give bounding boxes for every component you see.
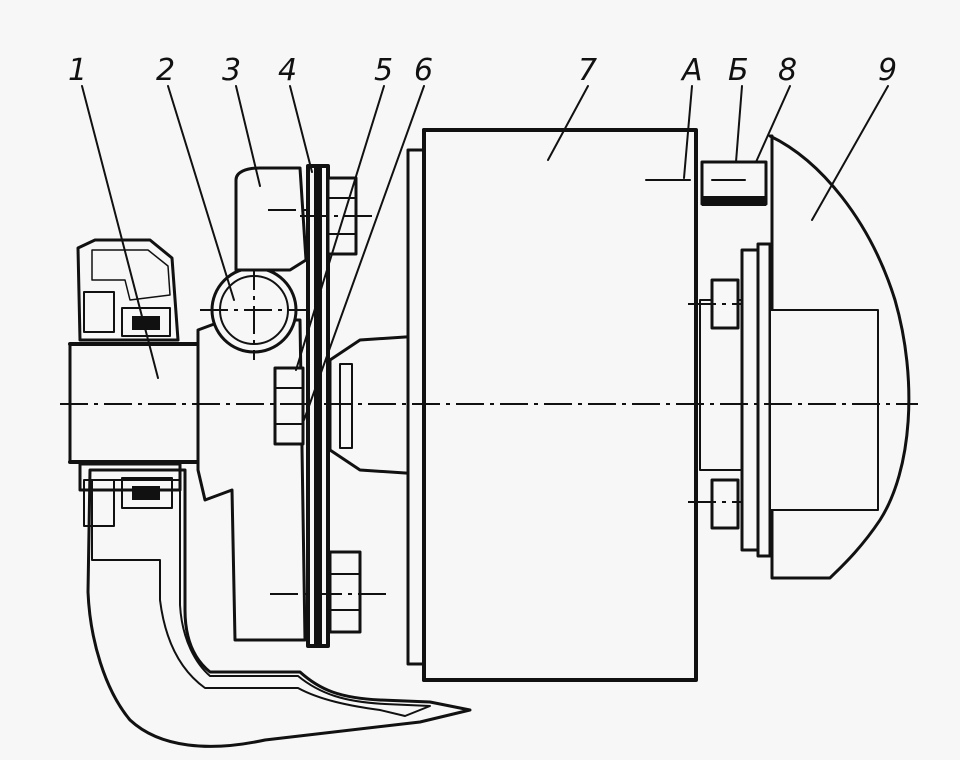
label-5: 5 bbox=[374, 53, 393, 88]
label-4: 4 bbox=[278, 53, 297, 88]
clamp-block bbox=[234, 166, 310, 272]
label-b: Б bbox=[728, 53, 749, 88]
label-7: 7 bbox=[578, 53, 597, 88]
label-6: 6 bbox=[414, 53, 433, 88]
bolt-lower bbox=[270, 550, 388, 634]
leader-lines bbox=[81, 85, 889, 421]
flexible-disc-pack bbox=[306, 164, 330, 648]
motor-housing bbox=[768, 134, 911, 580]
key-block bbox=[645, 160, 768, 206]
shaft bbox=[68, 342, 200, 464]
label-a: А bbox=[680, 53, 703, 88]
bearing-cap-upper bbox=[76, 238, 180, 342]
housing-casting bbox=[86, 468, 472, 748]
label-3: 3 bbox=[222, 53, 241, 88]
small-bolt bbox=[273, 366, 305, 446]
label-2: 2 bbox=[156, 53, 175, 88]
bearing-cap-lower bbox=[78, 462, 182, 527]
hub-flange bbox=[196, 262, 310, 642]
label-1: 1 bbox=[68, 53, 87, 88]
label-9: 9 bbox=[878, 53, 897, 88]
label-8: 8 bbox=[778, 53, 797, 88]
